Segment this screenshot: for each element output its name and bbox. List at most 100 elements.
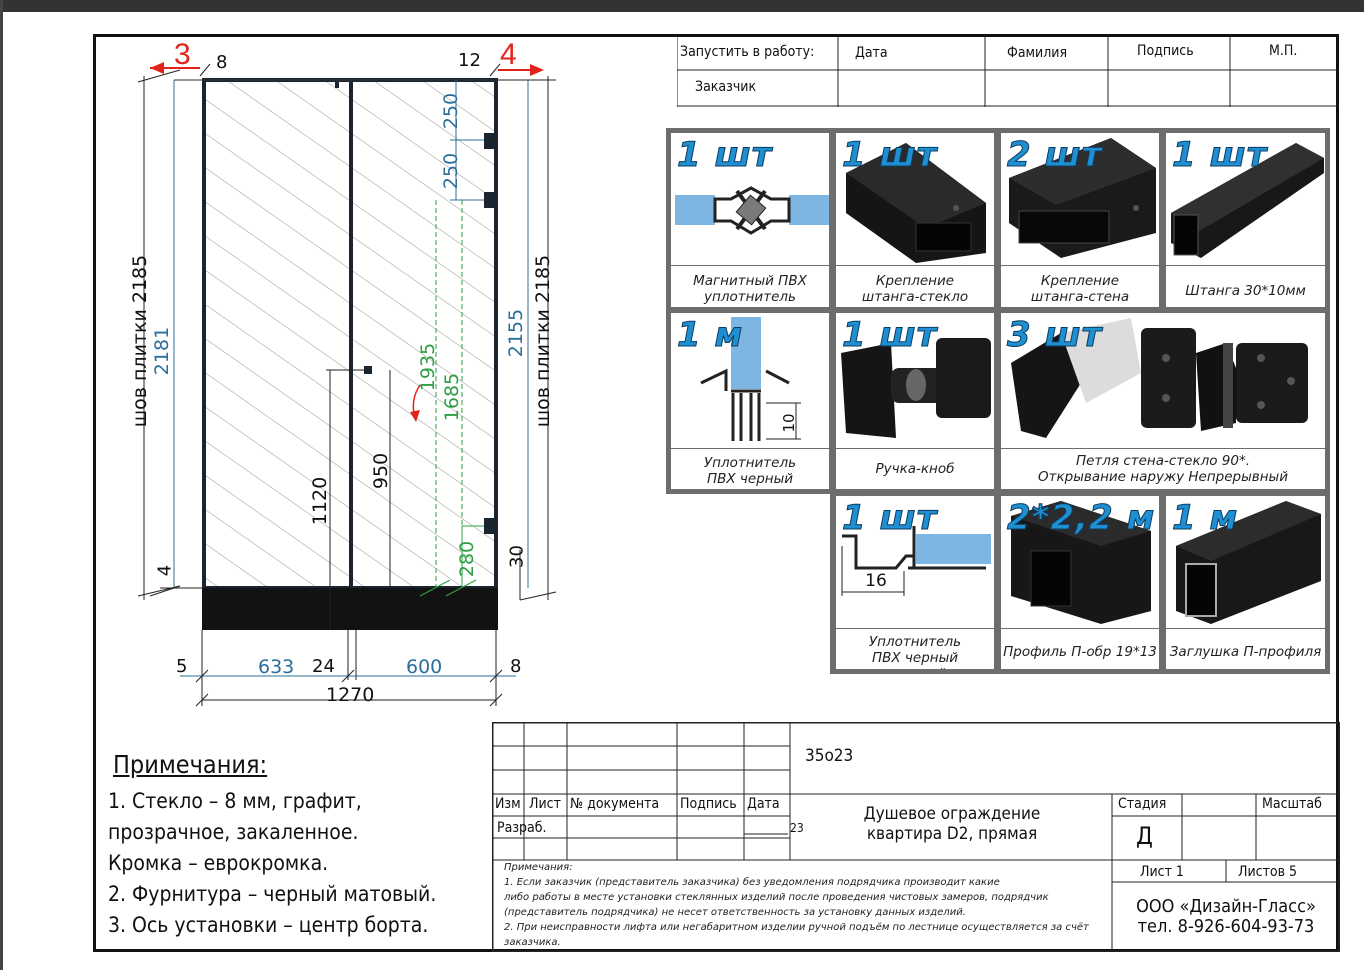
product-rod: 1 шт Штанга 30*10мм (1164, 131, 1327, 309)
label-rod-wall-mount: Крепление штанга-стена (1030, 273, 1130, 305)
sheet-label: Лист 1 (1140, 864, 1184, 880)
product-seal-pvc-2: 16 1 шт Уплотнитель ПВХ черный матовый (834, 494, 996, 671)
marker-right: 4 (500, 38, 517, 71)
stage-label: Стадия (1118, 796, 1167, 812)
label-magnetic-seal: Магнитный ПВХ уплотнитель 180* (693, 273, 807, 307)
dim-top-left: 8 (216, 52, 228, 73)
doc-code: 35o23 (805, 746, 854, 766)
legal-notes-title: Примечания: (504, 862, 573, 873)
header-signature: Подпись (680, 796, 737, 812)
magnetic-seal-image (675, 186, 829, 235)
rod-image (1171, 143, 1324, 258)
label-rod-glass-mount: Крепление штанга-стекло (861, 273, 969, 305)
dim-bottom-24: 24 (312, 656, 335, 677)
marker-left: 3 (174, 38, 191, 71)
label-u-profile: Профиль П-обр 19*13 (1003, 644, 1157, 660)
hinge-spacing-1: 250 (440, 92, 462, 130)
hinge-bottom (484, 518, 496, 534)
project-title-line1: Душевое ограждение (863, 804, 1041, 824)
header-doc-number: № документа (570, 796, 660, 812)
fixed-glass-panel (204, 80, 350, 588)
qty-rod: 1 шт (1171, 135, 1268, 176)
hinge-spacing-2: 250 (440, 152, 462, 190)
right-height: 2155 (505, 308, 527, 358)
header-izm: Изм (495, 796, 521, 812)
seal-dim-16: 16 (865, 571, 887, 591)
dim-top-right: 12 (458, 50, 481, 71)
knob-image (841, 338, 991, 438)
label-hinge: Петля стена-стекло 90*. Открывание наруж… (1037, 453, 1288, 489)
dim-handle-950: 950 (370, 452, 392, 490)
technical-drawing (137, 62, 557, 707)
marker-left-arrow (150, 62, 164, 74)
top-dark-bar (0, 0, 1364, 12)
door-glass-panel (351, 80, 496, 588)
qty-rod-wall-mount: 2 шт (1006, 135, 1103, 176)
approval-table-grid (677, 37, 1339, 107)
product-hinge: 3 шт Петля стена-стекло 90*. Открывание … (999, 311, 1327, 491)
product-rod-glass-mount: 1 шт Крепление штанга-стекло (834, 131, 996, 309)
header-date: Дата (747, 796, 780, 812)
qty-magnetic-seal: 1 шт (676, 135, 773, 176)
dim-bottom-600: 600 (406, 656, 443, 678)
left-tile-seam-label: шов плитки 2185 (129, 254, 151, 428)
legal-note-2b: заказчика. (504, 937, 561, 948)
qty-u-profile-cap: 1 м (1171, 498, 1239, 539)
approval-table: Запустить в работу: Заказчик Дата Фамили… (677, 37, 1339, 107)
company-phone: тел. 8-926-604-93-73 (1137, 916, 1315, 937)
note-line-3: Кромка – еврокромка. (108, 851, 329, 875)
title-block-grid (492, 722, 1340, 952)
label-rod: Штанга 30*10мм (1185, 283, 1306, 299)
product-seal-pvc-1: 10 1 м Уплотнитель ПВХ черный матовый (669, 311, 831, 491)
product-u-profile: 2*2,2 м Профиль П-обр 19*13 (999, 494, 1161, 671)
seal-pvc-1-image: 10 (700, 317, 801, 441)
label-seal-pvc-1: Уплотнитель ПВХ черный матовый (703, 455, 797, 489)
label-u-profile-cap: Заглушка П-профиля (1169, 644, 1322, 660)
dim-bottom-5: 5 (176, 656, 188, 677)
stage-value: Д (1136, 822, 1153, 850)
legal-note-2a: 2. При неисправности лифта или негабарит… (504, 922, 1089, 933)
date-fragment: 23 (790, 821, 804, 835)
dim-bottom-633: 633 (258, 656, 295, 678)
dim-handle-1120: 1120 (309, 476, 331, 526)
curb-base (202, 588, 498, 630)
dim-bottom-30: 30 (506, 545, 528, 568)
dim-1935: 1935 (417, 342, 439, 392)
rod-wall-mount-image (1009, 138, 1156, 258)
label-knob: Ручка-кноб (875, 461, 955, 477)
note-line-5: 3. Ось установки – центр борта. (108, 913, 429, 937)
col-signature: Подпись (1137, 43, 1194, 59)
sheets-total-label: Листов 5 (1238, 864, 1298, 880)
dim-total-width: 1270 (326, 684, 375, 706)
qty-seal-pvc-2: 1 шт (841, 498, 938, 539)
u-profile-cap-image (1176, 501, 1321, 624)
launch-label: Запустить в работу: (680, 44, 815, 60)
legal-note-1b: либо работы в месте установки стеклянных… (504, 892, 1049, 903)
title-block: 35o23 Изм Лист № документа Подпись Дата … (492, 722, 1340, 952)
label-seal-pvc-2: Уплотнитель ПВХ черный матовый (868, 634, 962, 669)
qty-seal-pvc-1: 1 м (676, 315, 744, 356)
legal-note-1c: (представитель подрядчика) не несет отве… (504, 907, 966, 918)
col-date: Дата (855, 45, 888, 61)
notes-list: 1. Стекло – 8 мм, графит, прозрачное, за… (108, 786, 488, 941)
project-title-line2: квартира D2, прямая (866, 824, 1038, 844)
hinge-image (1011, 318, 1308, 438)
dim-280: 280 (456, 540, 478, 578)
notes-title: Примечания: (113, 750, 268, 779)
developer-label: Разраб. (497, 820, 547, 836)
header-list: Лист (529, 796, 561, 812)
scale-label: Масштаб (1262, 796, 1322, 812)
note-line-1: 1. Стекло – 8 мм, графит, (108, 789, 362, 813)
legal-notes: Примечания: 1. Если заказчик (представит… (504, 860, 1109, 950)
product-rod-wall-mount: 2 шт Крепление штанга-стена (999, 131, 1161, 309)
qty-u-profile: 2*2,2 м (1006, 498, 1156, 539)
product-u-profile-cap: 1 м Заглушка П-профиля (1164, 494, 1327, 671)
qty-hinge: 3 шт (1006, 315, 1103, 356)
product-knob: 1 шт Ручка-кноб (834, 311, 996, 491)
legal-note-1a: 1. Если заказчик (представитель заказчик… (504, 877, 1000, 888)
left-height: 2181 (151, 326, 173, 376)
dim-bottom-8: 8 (510, 656, 522, 677)
u-profile-image (1011, 501, 1151, 624)
dim-1685: 1685 (441, 372, 463, 422)
